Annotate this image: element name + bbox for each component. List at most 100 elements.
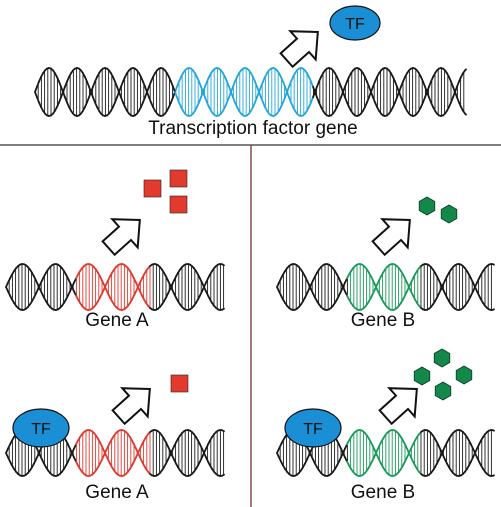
product-a-square [169, 195, 188, 214]
dna-backbone [148, 80, 152, 88]
dna-backbone [226, 80, 230, 88]
dna-backbone [454, 91, 458, 99]
product-a-square [143, 179, 162, 198]
dna-backbone [372, 80, 376, 88]
dna-backbone [142, 96, 146, 104]
dna-backbone [176, 80, 180, 88]
dna-backbone [394, 96, 398, 104]
dna-backbone [288, 80, 292, 88]
dna-backbone [232, 80, 236, 88]
gene-b-top-label: Gene B [351, 310, 415, 331]
dna-backbone [142, 80, 146, 88]
dna-backbone [64, 80, 68, 88]
dna-backbone [284, 85, 288, 93]
dna-backbone [221, 429, 225, 433]
dna-backbone [260, 80, 264, 88]
gene-b-bottom-label: Gene B [351, 482, 415, 503]
product-b-hexagon [413, 366, 431, 386]
product-b-hexagon [455, 365, 473, 385]
arrow-up-right-icon [101, 218, 141, 257]
dna-helix-gene-b-top [276, 263, 495, 311]
dna-backbone [310, 96, 314, 104]
product-a-square [169, 169, 188, 188]
dna-backbone [254, 96, 258, 104]
dna-backbone [450, 96, 454, 104]
dna-backbone [116, 85, 120, 93]
dna-backbone [342, 91, 346, 99]
dna-backbone [428, 96, 432, 104]
dna-backbone [200, 91, 204, 99]
tf-ellipse-gene-a: TF [12, 408, 70, 448]
dna-backbone [36, 80, 40, 88]
dna-backbone [340, 85, 344, 93]
dna-backbone [314, 85, 318, 93]
dna-backbone [422, 80, 426, 88]
dna-backbone [174, 91, 178, 99]
dna-backbone [258, 85, 262, 93]
dna-backbone [368, 91, 372, 99]
dna-backbone [86, 96, 90, 104]
dna-backbone [221, 307, 225, 311]
dna-backbone [148, 96, 152, 104]
tf-label: TF [345, 16, 365, 33]
arrow-up-right-icon [371, 218, 411, 257]
dna-backbone [344, 80, 348, 88]
dna-helix-tf-gene [34, 67, 467, 117]
dna-backbone [92, 80, 96, 88]
dna-backbone [198, 96, 202, 104]
dna-backbone [316, 96, 320, 104]
dna-backbone [90, 85, 94, 93]
dna-backbone [366, 96, 370, 104]
dna-backbone [226, 96, 230, 104]
dna-backbone [282, 96, 286, 104]
dna-backbone [422, 96, 426, 104]
dna-backbone [58, 96, 62, 104]
dna-backbone [400, 96, 404, 104]
dna-backbone [146, 85, 150, 93]
dna-backbone [424, 91, 428, 99]
dna-backbone [202, 85, 206, 93]
dna-backbone [288, 96, 292, 104]
product-b-hexagon [433, 348, 451, 368]
dna-backbone [118, 91, 122, 99]
dna-backbone [230, 91, 234, 99]
dna-backbone [114, 80, 118, 88]
dna-backbone [312, 91, 316, 99]
dna-backbone [172, 85, 176, 93]
dna-backbone [34, 85, 38, 93]
dna-backbone [120, 80, 124, 88]
tf-ellipse-gene-b: TF [284, 408, 342, 448]
dna-backbone [114, 96, 118, 104]
dna-backbone [316, 80, 320, 88]
dna-backbone [310, 80, 314, 88]
dna-backbone [221, 263, 225, 267]
gene-a-top-label: Gene A [85, 310, 149, 331]
dna-backbone [88, 91, 92, 99]
dna-backbone [232, 96, 236, 104]
tf-label: TF [31, 421, 51, 438]
dna-backbone [456, 96, 460, 104]
dna-backbone [338, 80, 342, 88]
dna-backbone [120, 96, 124, 104]
dna-backbone [36, 96, 40, 104]
arrow-up-right-icon [378, 387, 418, 426]
dna-backbone [394, 80, 398, 88]
dna-backbone [450, 80, 454, 88]
dna-backbone [58, 80, 62, 88]
dna-backbone [396, 85, 400, 93]
dna-backbone [366, 80, 370, 88]
dna-backbone [86, 80, 90, 88]
dna-backbone [260, 96, 264, 104]
dna-backbone [204, 96, 208, 104]
dna-backbone [372, 96, 376, 104]
product-b-hexagon [434, 381, 452, 401]
dna-backbone [338, 96, 342, 104]
arrow-up-right-icon [279, 30, 319, 69]
product-b-hexagon [440, 204, 458, 224]
dna-backbone [34, 91, 38, 99]
dna-helix-gene-a-top [5, 263, 225, 311]
dna-backbone [398, 91, 402, 99]
dna-backbone [426, 85, 430, 93]
dna-backbone [92, 96, 96, 104]
dna-backbone [198, 80, 202, 88]
